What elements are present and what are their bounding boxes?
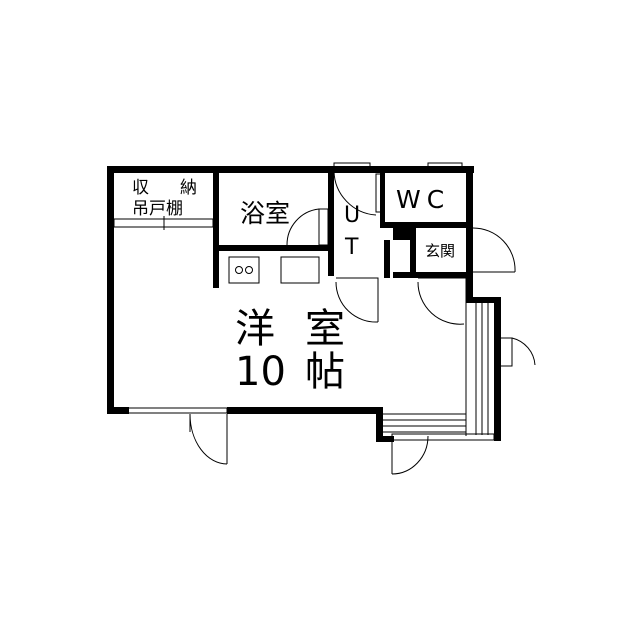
utility-label-u: U xyxy=(344,203,360,228)
room-size-unit: 帖 xyxy=(305,349,345,395)
entrance-label: 玄関 xyxy=(425,242,455,260)
sink-icon xyxy=(280,256,320,284)
storage-label-2: 吊戸棚 xyxy=(132,199,183,219)
room-labels: 収 納 吊戸棚 浴室 U T WC 玄関 洋 室 10 帖 xyxy=(132,178,455,395)
toilet-label: WC xyxy=(396,185,450,214)
room-size: 10 xyxy=(235,349,286,395)
storage-label-1b: 納 xyxy=(180,178,197,198)
fixtures xyxy=(113,162,536,475)
room-name-a: 洋 xyxy=(235,306,275,352)
bathroom-label: 浴室 xyxy=(240,199,290,228)
storage-label-1a: 収 xyxy=(132,178,149,198)
utility-label-t: T xyxy=(344,235,359,260)
room-name-b: 室 xyxy=(305,306,345,352)
walls xyxy=(107,166,501,442)
stove-icon xyxy=(228,256,260,284)
